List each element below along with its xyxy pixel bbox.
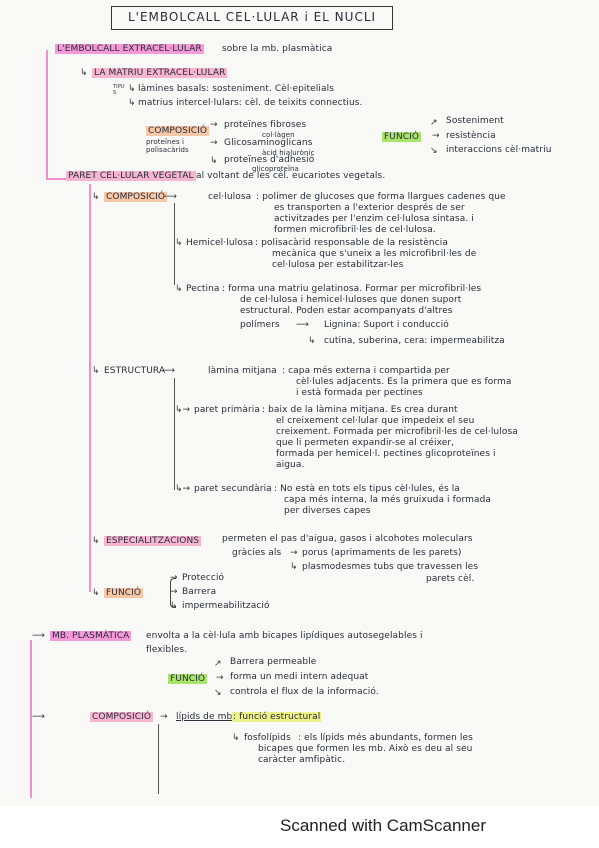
plasmodesmes-item: plasmodesmes tubs que travessen les (302, 562, 479, 572)
lamina-line-2: cèl·lules adjacents. Es la primera que e… (296, 377, 512, 387)
mb-line (30, 640, 32, 798)
paret-secundaria-line-2: capa més interna, la més gruixuda i form… (284, 495, 492, 505)
page-title: L'EMBOLCALL CEL·LULAR i EL NUCLI (111, 6, 393, 30)
cellulosa-label: cel·lulosa (208, 192, 252, 202)
comp-item-1-note: col·làgen (262, 131, 295, 139)
comp-item-2: Glicosaminoglicans (224, 138, 313, 148)
section-line (46, 178, 66, 180)
estructura-label: ESTRUCTURA (104, 366, 166, 376)
paret-primaria-line-4: que li permeten expandir-se al créixer, (276, 438, 455, 448)
comp-item-2-note: àcid hialurònic (262, 149, 315, 157)
paret-primaria-line-1: : baix de la làmina mitjana. Es crea dur… (262, 405, 458, 415)
embolcall-heading: L'EMBOLCALL EXTRACEL·LULAR (55, 44, 204, 54)
lamina-line-3: i està formada per pectines (296, 388, 423, 398)
paret-secundaria-line-1: : No està en tots els tipus cèl·lules, é… (274, 484, 460, 494)
tipus-label: TIPUS (113, 84, 125, 96)
paret-heading: PARET CEL·LULAR VEGETAL (66, 171, 196, 181)
comp-item-3: proteïnes d'adhesió (224, 155, 315, 165)
cellulosa-line-2: es transporten a l'exterior després de s… (274, 203, 465, 213)
paret-note: al voltant de les cèl. eucariotes vegeta… (196, 171, 386, 181)
pectina-line-4: polímers (240, 320, 280, 330)
cellulosa-line-1: : polímer de glucoses que forma llargues… (256, 192, 506, 202)
paret-funcio-item-2: Barrera (182, 587, 217, 597)
paret-funcio-item-3: impermeabilització (182, 601, 270, 611)
scanned-page: L'EMBOLCALL CEL·LULAR i EL NUCLI L'EMBOL… (30, 6, 552, 798)
porus-item: porus (aprimaments de les parets) (302, 548, 462, 558)
funcio-item-1: Sosteniment (446, 116, 504, 126)
mb-plasmatica-heading: MB. PLASMÀTICA (50, 631, 132, 641)
cellulosa-line-4: formen microfibril·les de cel·lulosa. (274, 225, 436, 235)
matriu-heading: LA MATRIU EXTRACEL·LULAR (92, 68, 228, 78)
lipids-label: lípids de mb (176, 712, 233, 722)
plasmodesmes-item-2: parets cèl. (426, 574, 475, 584)
funcio-item-3: interaccions cèl·matriu (446, 145, 552, 155)
pectina-line-1: : forma una matriu gelatinosa. Formar pe… (222, 284, 482, 294)
paret-primaria-label: paret primària (194, 405, 260, 415)
composicio-note: proteïnes i polisacàrids (146, 138, 189, 154)
funcio-item-2: resistència (446, 131, 496, 141)
lamina-label: làmina mitjana (208, 366, 277, 376)
tipus-item-1: làmines basals: sosteniment. Cèl·epiteli… (138, 84, 335, 94)
section-line (46, 50, 48, 178)
paret-line (89, 184, 91, 592)
fosfolipids-line-1: : els lípids més abundants, formen les (298, 733, 473, 743)
paret-primaria-line-2: el creixement cel·lular que impedeix el … (276, 416, 475, 426)
hemicellulosa-line-1: : polisacàrid responsable de la resistèn… (255, 238, 448, 248)
embolcall-note: sobre la mb. plasmàtica (222, 44, 333, 54)
fosfolipids-label: fosfolípids (244, 733, 291, 743)
mb-funcio-label: FUNCIÓ (168, 674, 208, 684)
comp-item-3-note: glicoproteïna (252, 165, 299, 173)
scanner-watermark: Scanned with CamScanner (280, 816, 487, 835)
especialitzacions-line-1: permeten el pas d'aigua, gasos i alcohot… (222, 534, 473, 544)
mb-composicio-label: COMPOSICIÓ (90, 712, 154, 722)
funcio-label: FUNCIÓ (382, 132, 422, 142)
paret-primaria-line-5: formada per hemicel·l. pectines glicopro… (276, 449, 496, 459)
paret-secundaria-line-3: per diverses capes (284, 506, 371, 516)
fosfolipids-line-3: caràcter amfipàtic. (258, 755, 346, 765)
cutina-item: cutina, suberina, cera: impermeabilitza (324, 336, 505, 346)
fosfolipids-line-2: bicapes que formen les mb. Això es deu a… (258, 744, 473, 754)
composicio-label: COMPOSICIÓ (146, 126, 210, 136)
paret-secundaria-label: paret secundària (194, 484, 272, 494)
paret-funcio-label: FUNCIÓ (104, 588, 144, 598)
mb-funcio-item-2: forma un medi intern adequat (230, 672, 369, 682)
hemicellulosa-line-3: cel·lulosa per estabilitzar-les (272, 260, 404, 270)
paret-composicio: COMPOSICIÓ (104, 192, 168, 202)
hemicellulosa-label: Hemicel·lulosa (186, 238, 254, 248)
mb-funcio-item-3: controla el flux de la informació. (230, 687, 379, 697)
mb-line-2: flexibles. (146, 645, 188, 655)
paret-funcio-item-1: Protecció (182, 573, 225, 583)
pectina-label: Pectina (186, 284, 220, 294)
pectina-line-3: estructural. Poden estar acompanyats d'a… (240, 306, 453, 316)
especialitzacions-label: ESPECIALITZACIONS (104, 536, 202, 546)
lignina-item: Lignina: Suport i conducció (324, 320, 449, 330)
paret-primaria-line-3: creixement. Formada per microfibril·les … (276, 427, 518, 437)
mb-funcio-item-1: Barrera permeable (230, 657, 317, 667)
lipids-note: : funció estructural (232, 712, 322, 722)
comp-item-1: proteïnes fibroses (224, 120, 307, 130)
tipus-item-2: matrius intercel·lulars: cèl. de teixits… (138, 98, 363, 108)
lamina-line-1: : capa més externa i compartida per (282, 366, 450, 376)
paret-primaria-line-6: aigua. (276, 460, 305, 470)
cellulosa-line-3: activitzades per l'enzim cel·lulosa sint… (274, 214, 474, 224)
mb-line-1: envolta a la cèl·lula amb bicapes lipídi… (146, 631, 423, 641)
pectina-line-2: de cel·lulosa i hemicel·luloses que done… (240, 295, 462, 305)
hemicellulosa-line-2: mecànica que s'uneix a les microfibril·l… (272, 249, 477, 259)
especialitzacions-line-2: gràcies als (232, 548, 282, 558)
